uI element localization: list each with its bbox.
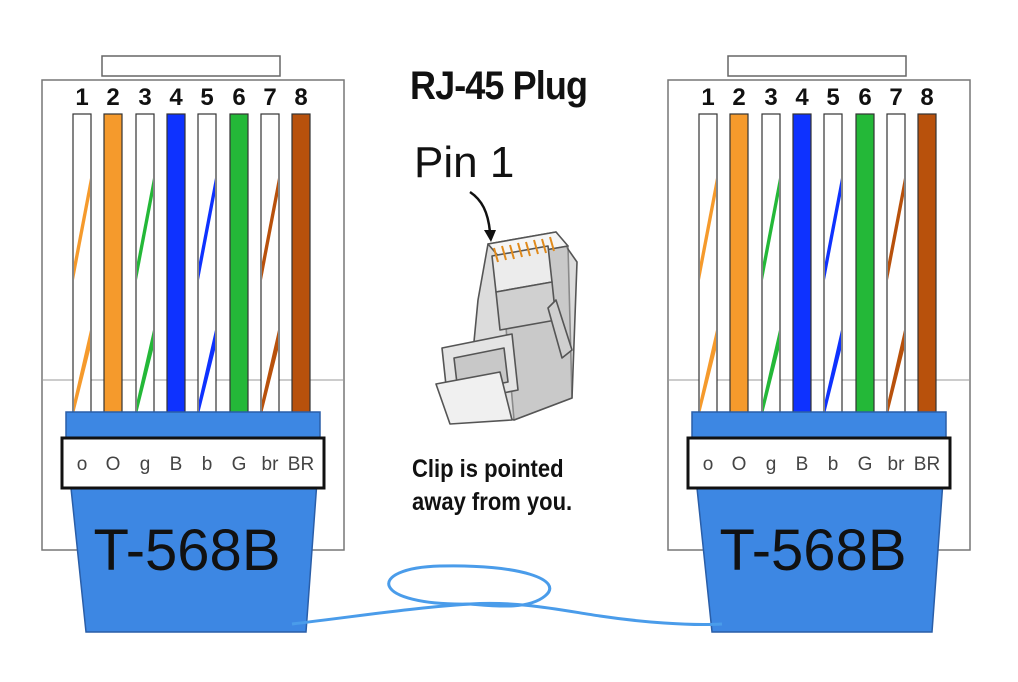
pin-1-label: Pin 1 <box>414 138 515 187</box>
pin-number: 4 <box>795 84 809 111</box>
wire-1-stripe-upper <box>700 178 716 280</box>
wire-7-stripe-upper <box>888 178 904 280</box>
wire-1-stripe-lower <box>74 330 90 414</box>
wire-3-stripe-upper <box>763 178 779 280</box>
wire-4 <box>166 113 186 415</box>
wire-label: BR <box>288 454 314 475</box>
wire-label: o <box>77 454 88 475</box>
wire-label: br <box>262 454 280 475</box>
wire-3-stripe-lower <box>137 330 153 414</box>
wire-label: G <box>858 454 873 475</box>
rj45-plug-icon <box>435 231 578 425</box>
diagram-title: RJ-45 Plug <box>410 64 588 108</box>
pin-number: 3 <box>764 84 777 111</box>
standard-label: T-568B <box>94 518 281 583</box>
pointer-arrow-icon <box>469 190 496 242</box>
pin-number: 4 <box>169 84 183 111</box>
wire-7-stripe-lower <box>262 330 278 414</box>
wire-5-stripe-lower <box>199 330 215 414</box>
wire-8 <box>291 113 311 415</box>
wire-3-stripe-upper <box>137 178 153 280</box>
wire-label-strip <box>686 436 952 490</box>
wire-3-stripe-lower <box>763 330 779 414</box>
clip-note-line-2: away from you. <box>412 488 573 516</box>
pin-number: 2 <box>732 84 745 111</box>
pin-number: 6 <box>232 84 245 111</box>
pin-number: 5 <box>826 84 839 111</box>
wire-label: O <box>732 454 747 475</box>
wire-5-stripe-upper <box>825 178 841 280</box>
wire-label: O <box>106 454 121 475</box>
pin-number: 1 <box>75 84 88 111</box>
pin-number: 5 <box>200 84 213 111</box>
wire-6 <box>229 113 249 415</box>
wire-2 <box>729 113 749 415</box>
pin-number: 8 <box>294 84 307 111</box>
clip-note-line-1: Clip is pointed <box>412 455 564 483</box>
cable-loop <box>387 564 552 608</box>
wire-label: g <box>766 454 777 475</box>
plug-latch <box>727 55 907 77</box>
pin-number: 2 <box>106 84 119 111</box>
wire-label: g <box>140 454 151 475</box>
wire-7-stripe-lower <box>888 330 904 414</box>
standard-label: T-568B <box>720 518 907 583</box>
wire-1-stripe-upper <box>74 178 90 280</box>
wire-label: G <box>232 454 247 475</box>
wire-label-strip <box>60 436 326 490</box>
pin-number: 6 <box>858 84 871 111</box>
cable-line <box>291 601 723 627</box>
wire-2 <box>103 113 123 415</box>
wire-label: b <box>828 454 839 475</box>
pin-number: 7 <box>263 84 276 111</box>
wire-5-stripe-upper <box>199 178 215 280</box>
pin-number: 8 <box>920 84 933 111</box>
wire-label: o <box>703 454 714 475</box>
wire-5-stripe-lower <box>825 330 841 414</box>
wire-label: b <box>202 454 213 475</box>
pin-number: 1 <box>701 84 714 111</box>
plug-latch <box>101 55 281 77</box>
wire-7-stripe-upper <box>262 178 278 280</box>
pin-number: 3 <box>138 84 151 111</box>
wire-label: br <box>888 454 906 475</box>
wire-4 <box>792 113 812 415</box>
wire-8 <box>917 113 937 415</box>
wire-label: B <box>170 454 183 475</box>
wire-1-stripe-lower <box>700 330 716 414</box>
wire-label: B <box>796 454 809 475</box>
pin-number: 7 <box>889 84 902 111</box>
wire-6 <box>855 113 875 415</box>
wire-label: BR <box>914 454 940 475</box>
